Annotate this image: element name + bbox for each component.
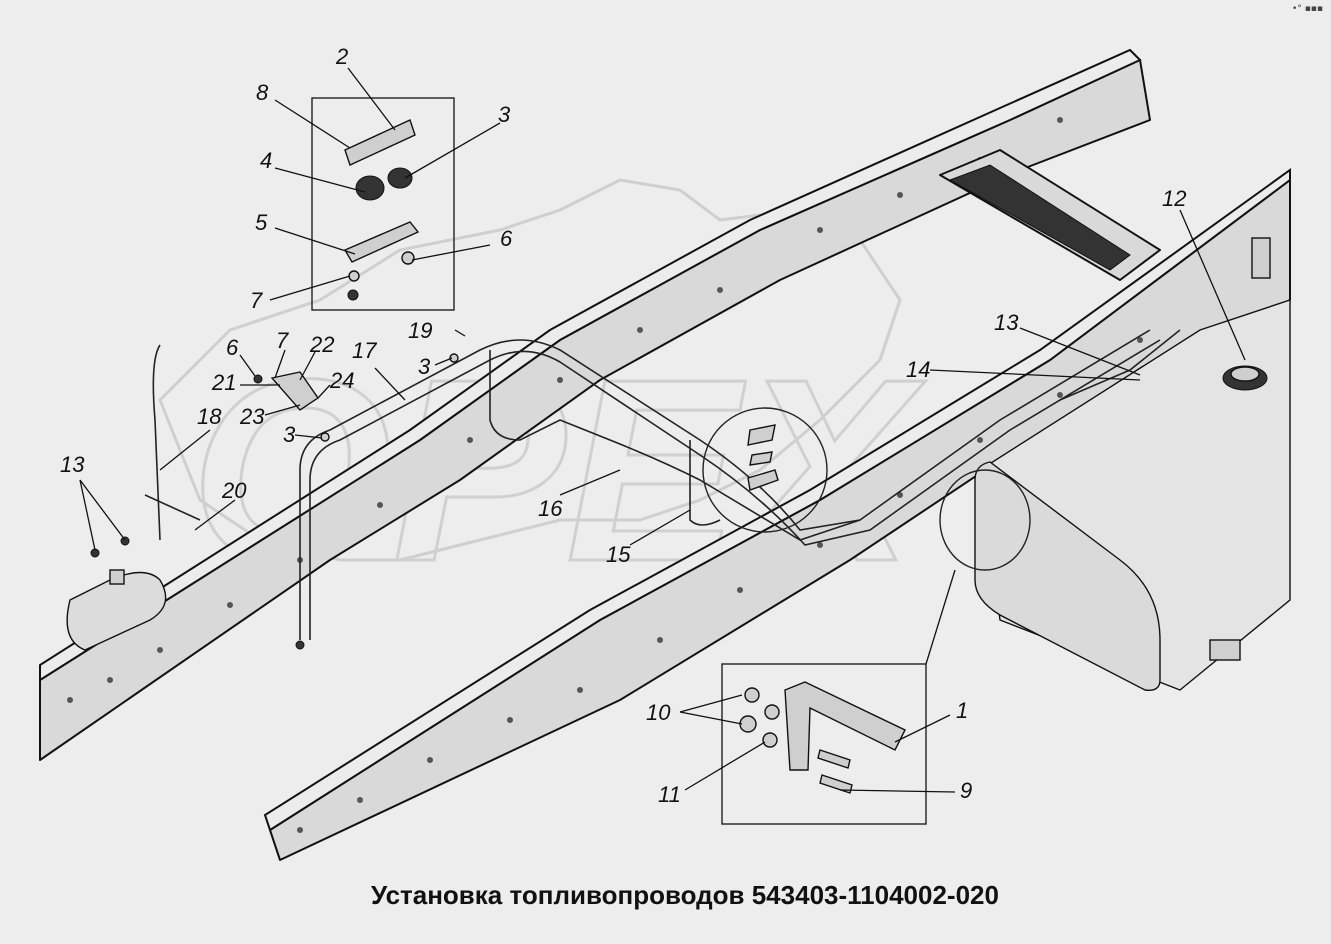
callout-17: 17 <box>352 338 377 363</box>
callout-13-left: 13 <box>60 452 85 477</box>
receiver-tank <box>66 569 167 651</box>
clamp-parts <box>253 353 459 442</box>
callout-2: 2 <box>335 44 348 69</box>
callout-22: 22 <box>309 332 334 357</box>
bottom-inset <box>721 569 956 825</box>
callout-21: 21 <box>211 370 236 395</box>
callout-20: 20 <box>221 478 247 503</box>
callout-19: 19 <box>408 318 432 343</box>
page-title: Установка топливопроводов 543403-1104002… <box>371 880 999 910</box>
callout-23: 23 <box>239 404 265 429</box>
leader-lines <box>79 67 1246 793</box>
left-frame-rail <box>39 48 1151 761</box>
callout-24: 24 <box>329 368 354 393</box>
callout-16: 16 <box>538 496 563 521</box>
callout-18: 18 <box>197 404 222 429</box>
callout-4: 4 <box>260 148 272 173</box>
fuel-tank <box>974 237 1291 691</box>
callout-8: 8 <box>256 80 269 105</box>
detail-circle <box>702 407 1031 571</box>
callout-7-left: 7 <box>276 328 289 353</box>
corner-mark: •° ▪▪▪ <box>1292 4 1323 14</box>
callouts: 2 8 3 4 5 6 7 19 6 7 22 17 3 21 24 23 18… <box>60 44 1186 807</box>
fuel-pipes <box>90 329 1181 650</box>
callout-6-top: 6 <box>500 226 513 251</box>
watermark-gear <box>158 178 902 562</box>
callout-10: 10 <box>646 700 671 725</box>
callout-12: 12 <box>1162 186 1186 211</box>
callout-5: 5 <box>255 210 268 235</box>
cross-member <box>939 149 1161 281</box>
callout-14: 14 <box>906 357 930 382</box>
callout-3-top: 3 <box>498 102 511 127</box>
callout-15: 15 <box>606 542 631 567</box>
callout-3-mid: 3 <box>418 354 431 379</box>
callout-7-top: 7 <box>250 288 263 313</box>
callout-9: 9 <box>960 778 972 803</box>
top-inset <box>311 97 455 311</box>
callout-6-left: 6 <box>226 335 239 360</box>
callout-11: 11 <box>658 782 681 807</box>
callout-1: 1 <box>956 698 968 723</box>
callout-3-low: 3 <box>283 422 296 447</box>
callout-13-right: 13 <box>994 310 1019 335</box>
